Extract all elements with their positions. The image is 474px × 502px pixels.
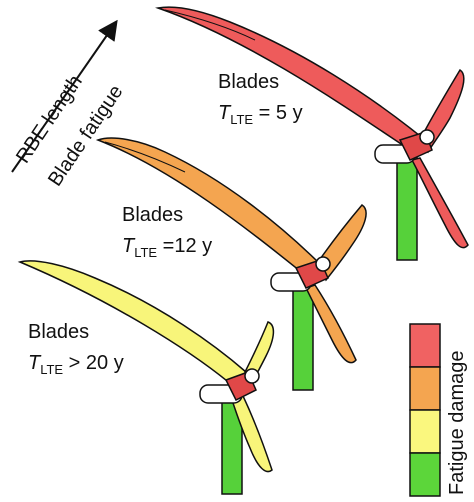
fatigue-legend-bar [409, 323, 441, 497]
turbine-3-lifetime: TLTE > 20 y [28, 352, 124, 377]
turbine-1-lifetime: TLTE = 5 y [218, 102, 303, 127]
turbine-2-blade-long [95, 137, 320, 277]
turbine-3-blade-long [17, 260, 248, 386]
turbine-1-blade-long-inner [164, 9, 256, 41]
turbine-1-tower [396, 151, 418, 261]
turbine-1-blade-down [410, 157, 469, 249]
turbine-3-spinner [244, 368, 260, 384]
turbine-2-blade-down [304, 284, 357, 364]
turbine-1 [155, 6, 469, 261]
turbine-2 [95, 137, 367, 391]
turbine-2-spinner [315, 256, 331, 272]
turbine-2-lifetime: TLTE =12 y [122, 235, 213, 260]
legend-swatch-green [409, 452, 441, 497]
turbine-3-blade-down [231, 395, 273, 473]
turbine-2-tower [292, 281, 314, 391]
turbine-3 [17, 260, 275, 495]
legend-swatch-red [409, 323, 441, 368]
turbine-2-blade-long-inner [104, 141, 186, 173]
legend-title: Fatigue damage [446, 350, 468, 495]
turbine-3-blades-label: Blades [28, 321, 90, 343]
fatigue-arrow [11, 19, 118, 173]
turbine-1-blades-label: Blades [218, 71, 280, 93]
turbine-2-blades-label: Blades [122, 204, 184, 226]
turbine-1-spinner [419, 129, 435, 145]
legend-swatch-yellow [409, 409, 441, 454]
legend-swatch-orange [409, 366, 441, 411]
turbine-1-blade-long [155, 6, 427, 151]
